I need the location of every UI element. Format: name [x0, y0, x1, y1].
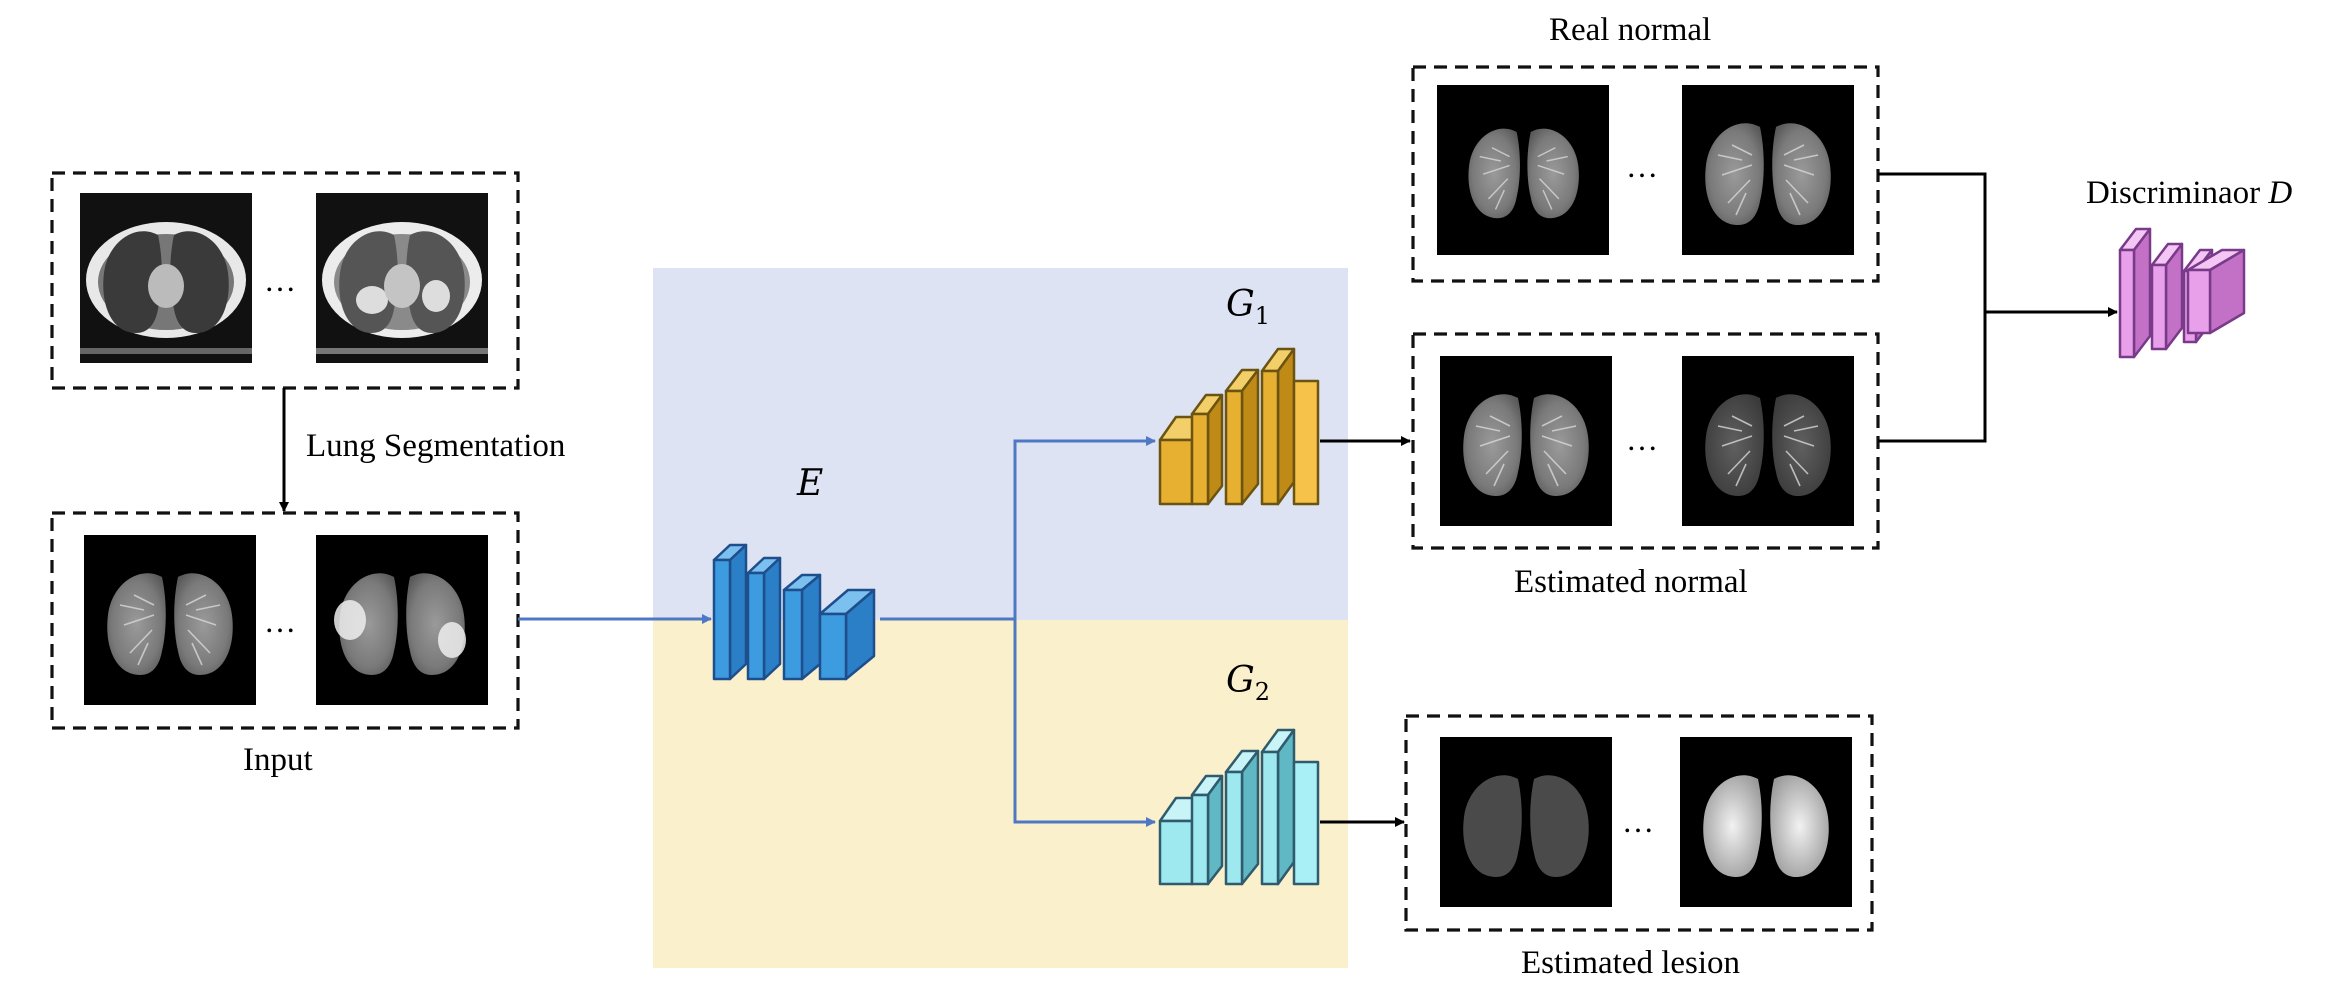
lung-segmentation-label: Lung Segmentation	[306, 428, 566, 464]
g2-label: G2	[1226, 660, 1270, 706]
g1-blocks	[1158, 347, 1320, 506]
estimated-normal-label: Estimated normal	[1514, 564, 1748, 600]
encoder-blocks	[712, 543, 876, 681]
g2-subscript: 2	[1254, 678, 1271, 707]
g1-letter: G	[1226, 284, 1255, 325]
encoder-label: E	[797, 463, 824, 504]
real-to-disc-line	[1878, 172, 1987, 312]
real-normal-images	[1437, 85, 1854, 255]
input-label: Input	[243, 742, 313, 778]
input-images	[84, 535, 488, 705]
estimated-lesion-label: Estimated lesion	[1521, 945, 1741, 981]
discriminator-text: Discriminaor	[2086, 175, 2261, 211]
estimated-lesion-box	[1404, 714, 1874, 932]
branch-to-g1-arrow	[1013, 436, 1156, 619]
discriminator-label: Discriminaor D	[2086, 175, 2292, 212]
input-ellipsis: …	[264, 603, 296, 639]
real-normal-label: Real normal	[1549, 12, 1712, 48]
ct-scan-images	[80, 193, 488, 363]
estimated-lesion-images	[1440, 737, 1852, 907]
estimated-normal-images	[1440, 356, 1854, 526]
discriminator-symbol: D	[2268, 175, 2293, 211]
g2-letter: G	[1226, 660, 1255, 701]
discriminator-blocks	[2118, 227, 2246, 359]
ct-ellipsis: …	[264, 262, 296, 298]
estimated-lesion-ellipsis: …	[1622, 803, 1654, 839]
g1-label: G1	[1226, 284, 1270, 330]
estimated-normal-ellipsis: …	[1626, 421, 1658, 457]
g2-blocks	[1158, 728, 1320, 886]
real-normal-ellipsis: …	[1626, 148, 1658, 184]
est-to-disc-line	[1878, 312, 1987, 443]
g1-subscript: 1	[1254, 302, 1271, 331]
branch-to-g2-arrow	[1013, 619, 1156, 827]
